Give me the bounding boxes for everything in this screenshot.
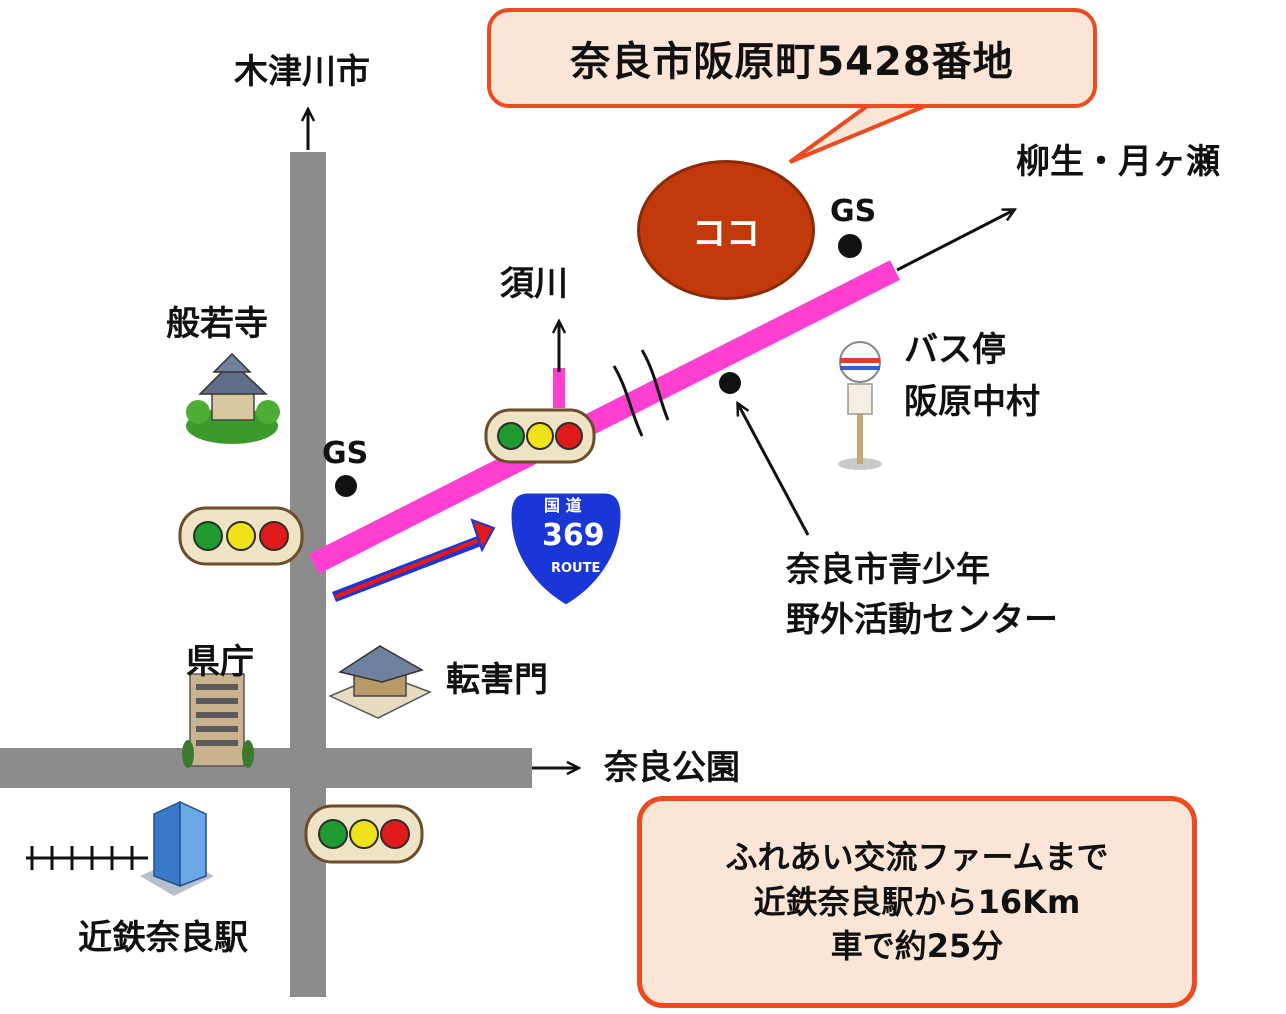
route-sign-bottom-text: ROUTE xyxy=(551,561,601,576)
bus-stop-sign-icon xyxy=(838,341,882,470)
address-text: 奈良市阪原町5428番地 xyxy=(570,39,1014,85)
youth-center-pointer xyxy=(738,404,810,536)
callout-tail xyxy=(788,102,931,164)
label-sugawa: 須川 xyxy=(500,264,568,304)
route-sign-top-text: 国 道 xyxy=(544,496,582,515)
info-line-2: 近鉄奈良駅から16Km xyxy=(753,882,1081,921)
sugawa-branch-road xyxy=(553,368,565,408)
traffic-light-center xyxy=(484,408,596,464)
kencho-building-icon xyxy=(182,673,254,768)
label-nara-park: 奈良公園 xyxy=(604,748,740,788)
address-callout: 奈良市阪原町5428番地 xyxy=(487,8,1097,108)
label-bus-stop-name: 阪原中村 xyxy=(904,382,1040,422)
youth-center-marker xyxy=(719,372,741,394)
distance-break-mark xyxy=(640,349,670,421)
destination-marker: ココ xyxy=(637,160,815,300)
railway-track-icon xyxy=(26,846,148,870)
label-youth-center-line2: 野外活動センター xyxy=(786,600,1058,640)
label-gs-west: GS xyxy=(322,436,369,471)
label-kizugawa: 木津川市 xyxy=(234,52,370,92)
label-yagyu-tsukigase: 柳生・月ヶ瀬 xyxy=(1016,142,1220,182)
gs-east-marker xyxy=(838,234,862,258)
route-369-sign xyxy=(508,490,624,608)
access-info-box: ふれあい交流ファームまで 近鉄奈良駅から16Km 車で約25分 xyxy=(637,796,1197,1008)
route-369-extension-line xyxy=(896,210,1014,272)
traffic-light-south xyxy=(304,804,424,864)
destination-label: ココ xyxy=(692,213,760,254)
vertical-road xyxy=(290,152,326,997)
gs-west-marker xyxy=(335,475,357,497)
label-gs-east: GS xyxy=(830,194,877,229)
info-line-3: 車で約25分 xyxy=(830,927,1004,966)
tengaimon-gate-icon xyxy=(328,645,432,719)
traffic-light-west xyxy=(178,506,304,566)
label-kintetsu-nara-station: 近鉄奈良駅 xyxy=(78,918,248,958)
route-sign-number: 369 xyxy=(542,518,605,553)
direction-arrow xyxy=(332,518,496,602)
distance-break-mark xyxy=(612,365,644,437)
label-hannyaji: 般若寺 xyxy=(166,304,268,344)
label-tengaimon: 転害門 xyxy=(446,660,548,700)
route-369-road xyxy=(309,260,900,574)
label-youth-center-line1: 奈良市青少年 xyxy=(786,550,990,590)
info-line-1: ふれあい交流ファームまで xyxy=(725,837,1109,876)
hannyaji-temple-icon xyxy=(186,352,280,444)
horizontal-road xyxy=(0,748,532,788)
label-kencho: 県庁 xyxy=(186,642,254,682)
label-bus-stop: バス停 xyxy=(904,330,1006,370)
kintetsu-station-building-icon xyxy=(140,800,214,896)
